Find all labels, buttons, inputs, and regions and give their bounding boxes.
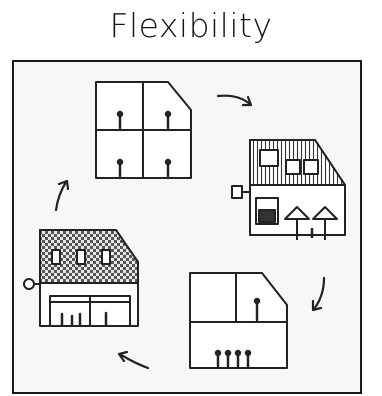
office-plan-icon: [189, 272, 288, 369]
arrow-right-icon: [216, 94, 253, 107]
building-plan-icon: [95, 81, 192, 179]
arrow-down-icon: [311, 276, 326, 312]
shop-building-icon: [23, 229, 139, 327]
arrow-up-icon: [54, 179, 70, 212]
arrow-left-icon: [117, 350, 150, 370]
market-building-icon: [231, 139, 346, 240]
diagram-title: Flexibility: [109, 6, 273, 45]
